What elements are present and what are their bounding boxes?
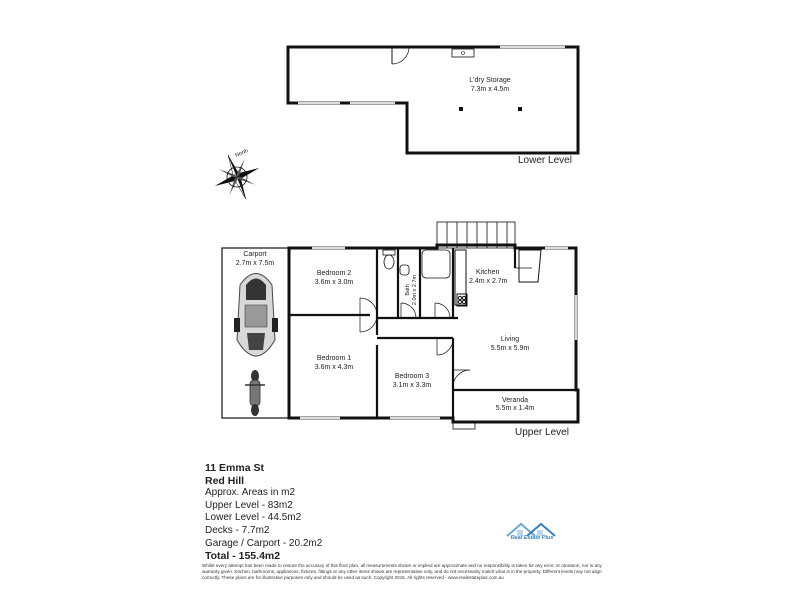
decks-area: Decks - 7.7m2: [205, 524, 270, 536]
bedroom1-size: 3.6m x 4.3m: [315, 364, 354, 371]
logo-text: Real Estate Plus: [510, 535, 554, 541]
lower-level-area: Lower Level - 44.5m2: [205, 512, 302, 524]
compass-north-label: North: [235, 148, 250, 159]
upper-level-label: Upper Level: [515, 427, 569, 438]
bath-name: Bath: [405, 284, 411, 295]
upper-level-plan: [221, 221, 580, 430]
bedroom2-size: 3.6m x 3.0m: [315, 279, 354, 286]
lower-level-plan: [286, 45, 580, 155]
brand-logo: Real Estate Plus: [497, 520, 567, 544]
bedroom3-size: 3.1m x 3.3m: [393, 382, 432, 389]
garage-carport-area: Garage / Carport - 20.2m2: [205, 537, 323, 549]
lower-level-label: Lower Level: [518, 155, 572, 166]
suburb: Red Hill: [205, 474, 245, 487]
house-roof-logo-icon: [506, 522, 556, 537]
bath-size: 2.0m x 2.7m: [412, 274, 418, 305]
living-size: 5.5m x 5.9m: [491, 345, 530, 352]
bedroom3-name: Bedroom 3: [395, 373, 429, 380]
kitchen-size: 2.4m x 2.7m: [469, 278, 508, 285]
street-address: 11 Emma St: [205, 462, 264, 474]
total-area: Total - 155.4m2: [205, 550, 281, 563]
ldry-storage-name: L'dry Storage: [469, 77, 511, 84]
upper-level-area: Upper Level - 83m2: [205, 499, 293, 511]
kitchen-name: Kitchen: [476, 269, 499, 276]
ldry-storage-size: 7.3m x 4.5m: [471, 86, 510, 93]
veranda-size: 5.5m x 1.4m: [496, 405, 535, 412]
property-info: 11 Emma St Red Hill Approx. Areas in m2 …: [205, 462, 405, 563]
living-name: Living: [501, 336, 519, 343]
carport-size: 2.7m x 7.5m: [236, 260, 275, 267]
disclaimer-text: Whilst every attempt has been made to en…: [202, 563, 602, 580]
bedroom1-name: Bedroom 1: [317, 355, 351, 362]
motorbike-icon: [245, 370, 265, 416]
areas-note: Approx. Areas in m2: [205, 487, 296, 499]
bedroom2-name: Bedroom 2: [317, 270, 351, 277]
veranda-name: Veranda: [502, 397, 528, 404]
carport-name: Carport: [243, 251, 266, 258]
car-icon: [234, 273, 278, 357]
compass-rose-icon: [214, 154, 260, 200]
